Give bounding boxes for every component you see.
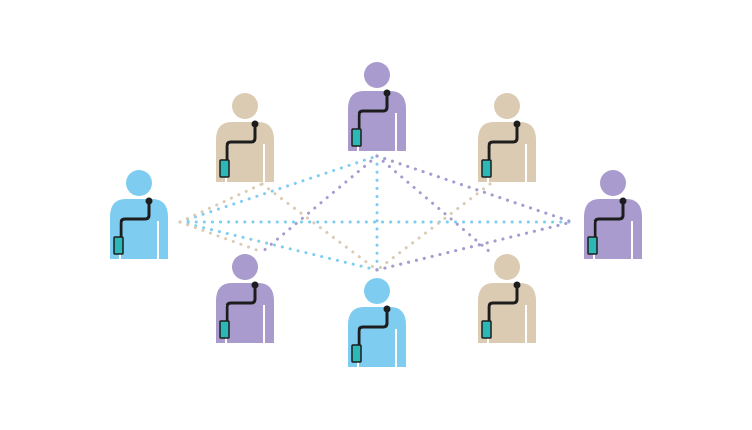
link-top-to-bottom-left	[260, 154, 379, 254]
person-bottom	[348, 278, 406, 367]
link-top-right-to-bottom	[375, 182, 492, 272]
person-top-left	[216, 93, 274, 182]
person-head	[126, 170, 152, 196]
radio-device-icon	[113, 236, 124, 255]
person-body	[216, 283, 274, 343]
radio-device-icon	[351, 128, 362, 147]
link-left-to-top	[178, 154, 379, 224]
nodes-layer	[110, 62, 642, 367]
person-body	[348, 307, 406, 367]
person-body	[478, 122, 536, 182]
person-head	[494, 254, 520, 280]
person-body	[216, 122, 274, 182]
person-body	[110, 199, 168, 259]
person-body	[584, 199, 642, 259]
person-head	[364, 62, 390, 88]
radio-device-icon	[219, 320, 230, 339]
link-top-left-to-bottom	[260, 182, 379, 272]
microphone-icon	[251, 281, 259, 289]
person-head	[364, 278, 390, 304]
microphone-icon	[383, 89, 391, 97]
microphone-icon	[513, 281, 521, 289]
radio-cable	[487, 124, 519, 162]
person-top-right	[478, 93, 536, 182]
radio-cable	[119, 201, 151, 239]
microphone-icon	[251, 120, 259, 128]
link-left-to-bottom	[178, 220, 379, 272]
link-top-to-right	[375, 154, 574, 224]
radio-device-icon	[351, 344, 362, 363]
radio-device-icon	[481, 159, 492, 178]
radio-cable	[487, 285, 519, 323]
radio-cable	[225, 285, 257, 323]
link-left-to-top-left	[178, 182, 264, 224]
person-head	[232, 93, 258, 119]
person-right	[584, 170, 642, 259]
link-top-to-right	[375, 154, 574, 224]
radio-cable	[357, 93, 389, 131]
microphone-icon	[619, 197, 627, 205]
radio-cable	[357, 309, 389, 347]
radio-cable	[593, 201, 625, 239]
microphone-icon	[383, 305, 391, 313]
person-head	[232, 254, 258, 280]
link-left-to-bottom-left	[178, 220, 264, 254]
microphone-icon	[513, 120, 521, 128]
person-body	[478, 283, 536, 343]
radio-device-icon	[219, 159, 230, 178]
radio-device-icon	[481, 320, 492, 339]
person-body	[348, 91, 406, 151]
person-bottom-left	[216, 254, 274, 343]
person-head	[600, 170, 626, 196]
microphone-icon	[145, 197, 153, 205]
radio-cable	[225, 124, 257, 162]
link-top-to-bottom-right	[375, 154, 492, 254]
person-bottom-right	[478, 254, 536, 343]
person-top	[348, 62, 406, 151]
links-layer	[178, 154, 574, 272]
link-bottom-to-right	[375, 220, 574, 272]
radio-device-icon	[587, 236, 598, 255]
person-head	[494, 93, 520, 119]
person-left	[110, 170, 168, 259]
